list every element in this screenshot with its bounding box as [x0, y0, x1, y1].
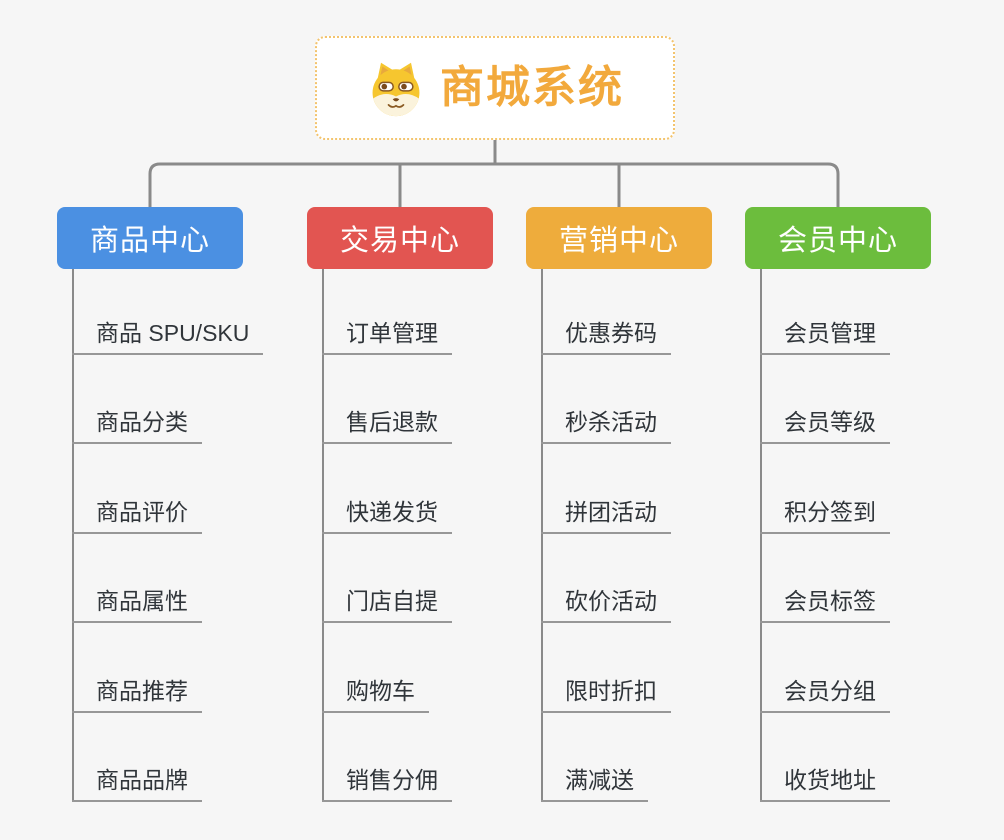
branch-trunk-line [322, 269, 324, 802]
sub-topic-node[interactable]: 售后退款 [322, 396, 452, 444]
root-title: 商城系统 [440, 63, 624, 112]
sub-topic-node[interactable]: 满减送 [541, 754, 648, 802]
sub-topic-label: 会员管理 [784, 319, 876, 346]
branch-node-member-center[interactable]: 会员中心 [745, 207, 931, 269]
sub-topic-node[interactable]: 限时折扣 [541, 665, 671, 713]
sub-topic-label: 销售分佣 [346, 766, 438, 793]
sub-topic-label: 商品品牌 [96, 766, 188, 793]
branch-trunk-line [760, 269, 762, 802]
sub-topic-node[interactable]: 收货地址 [760, 754, 890, 802]
sub-topic-label: 商品评价 [96, 498, 188, 525]
sub-topic-label: 砍价活动 [565, 587, 657, 614]
sub-topic-node[interactable]: 秒杀活动 [541, 396, 671, 444]
sub-topic-node[interactable]: 会员标签 [760, 575, 890, 623]
sub-topic-node[interactable]: 购物车 [322, 665, 429, 713]
sub-topic-node[interactable]: 商品推荐 [72, 665, 202, 713]
sub-topic-label: 优惠券码 [565, 319, 657, 346]
sub-topic-label: 售后退款 [346, 408, 438, 435]
sub-topic-label: 收货地址 [784, 766, 876, 793]
sub-topic-node[interactable]: 会员管理 [760, 307, 890, 355]
branch-node-marketing-center[interactable]: 营销中心 [526, 207, 712, 269]
sub-topic-node[interactable]: 门店自提 [322, 575, 452, 623]
sub-topic-node[interactable]: 订单管理 [322, 307, 452, 355]
branch-node-trade-center[interactable]: 交易中心 [307, 207, 493, 269]
sub-topic-label: 商品 SPU/SKU [96, 319, 250, 346]
sub-topic-label: 秒杀活动 [565, 408, 657, 435]
branch-trunk-line [72, 269, 74, 802]
sub-topic-label: 拼团活动 [565, 498, 657, 525]
sub-topic-label: 积分签到 [784, 498, 876, 525]
sub-topic-label: 限时折扣 [565, 677, 657, 704]
sub-topic-node[interactable]: 拼团活动 [541, 486, 671, 534]
sub-topic-node[interactable]: 快递发货 [322, 486, 452, 534]
sub-topic-node[interactable]: 商品属性 [72, 575, 202, 623]
sub-topic-node[interactable]: 商品品牌 [72, 754, 202, 802]
sub-topic-label: 商品分类 [96, 408, 188, 435]
branch-node-product-center[interactable]: 商品中心 [57, 207, 243, 269]
sub-topic-node[interactable]: 优惠券码 [541, 307, 671, 355]
sub-topic-label: 购物车 [346, 677, 415, 704]
sub-topic-node[interactable]: 商品分类 [72, 396, 202, 444]
sub-topic-node[interactable]: 会员等级 [760, 396, 890, 444]
sub-topic-label: 会员标签 [784, 587, 876, 614]
sub-topic-label: 满减送 [565, 766, 634, 793]
branch-label: 交易中心 [339, 225, 460, 257]
sub-topic-node[interactable]: 商品评价 [72, 486, 202, 534]
sub-topic-label: 订单管理 [346, 319, 438, 346]
sub-topic-label: 会员等级 [784, 408, 876, 435]
sub-topic-label: 门店自提 [346, 587, 438, 614]
sub-topic-node[interactable]: 商品 SPU/SKU [72, 307, 264, 355]
sub-topic-node[interactable]: 积分签到 [760, 486, 890, 534]
branch-label: 会员中心 [777, 225, 898, 257]
sub-topic-node[interactable]: 会员分组 [760, 665, 890, 713]
branch-label: 商品中心 [89, 225, 210, 257]
sub-topic-node[interactable]: 销售分佣 [322, 754, 452, 802]
sub-topic-node[interactable]: 砍价活动 [541, 575, 671, 623]
sub-topic-label: 商品属性 [96, 587, 188, 614]
sub-topic-label: 快递发货 [346, 498, 438, 525]
sub-topic-label: 会员分组 [784, 677, 876, 704]
root-node[interactable]: 商城系统 [315, 36, 675, 140]
dog-icon [372, 62, 420, 117]
sub-topic-label: 商品推荐 [96, 677, 188, 704]
branch-label: 营销中心 [558, 225, 679, 257]
branch-trunk-line [541, 269, 543, 802]
